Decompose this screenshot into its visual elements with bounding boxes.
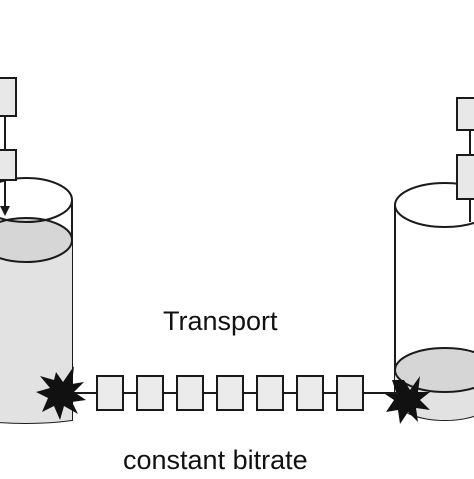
transport-packet	[216, 375, 244, 411]
constant-bitrate-label: constant bitrate	[123, 445, 308, 475]
transport-packet	[176, 375, 204, 411]
transport-packet	[296, 375, 324, 411]
transport-packet	[96, 375, 124, 411]
sender-incoming-packet-1	[0, 77, 17, 117]
receiver-input-burst-icon	[382, 376, 430, 424]
receiver-cylinder-top	[394, 182, 474, 228]
transport-packet	[256, 375, 284, 411]
sender-incoming-packet-2	[0, 149, 17, 181]
transport-packet	[336, 375, 364, 411]
transport-link	[74, 375, 398, 411]
transport-packets	[96, 375, 364, 411]
receiver-buffer	[382, 97, 474, 424]
receiver-output-packet-1	[456, 97, 474, 131]
sender-buffer-fill	[0, 240, 72, 423]
receiver-fill-surface	[394, 347, 474, 393]
transport-packet	[136, 375, 164, 411]
sender-cylinder-top	[0, 177, 73, 223]
sender-fill-surface	[0, 217, 73, 263]
sender-drop-arrow-icon	[0, 206, 10, 216]
sender-buffer	[0, 77, 86, 424]
sender-output-burst-icon	[36, 366, 86, 420]
receiver-output-packet-2	[456, 154, 474, 200]
transport-label: Transport	[163, 306, 278, 336]
